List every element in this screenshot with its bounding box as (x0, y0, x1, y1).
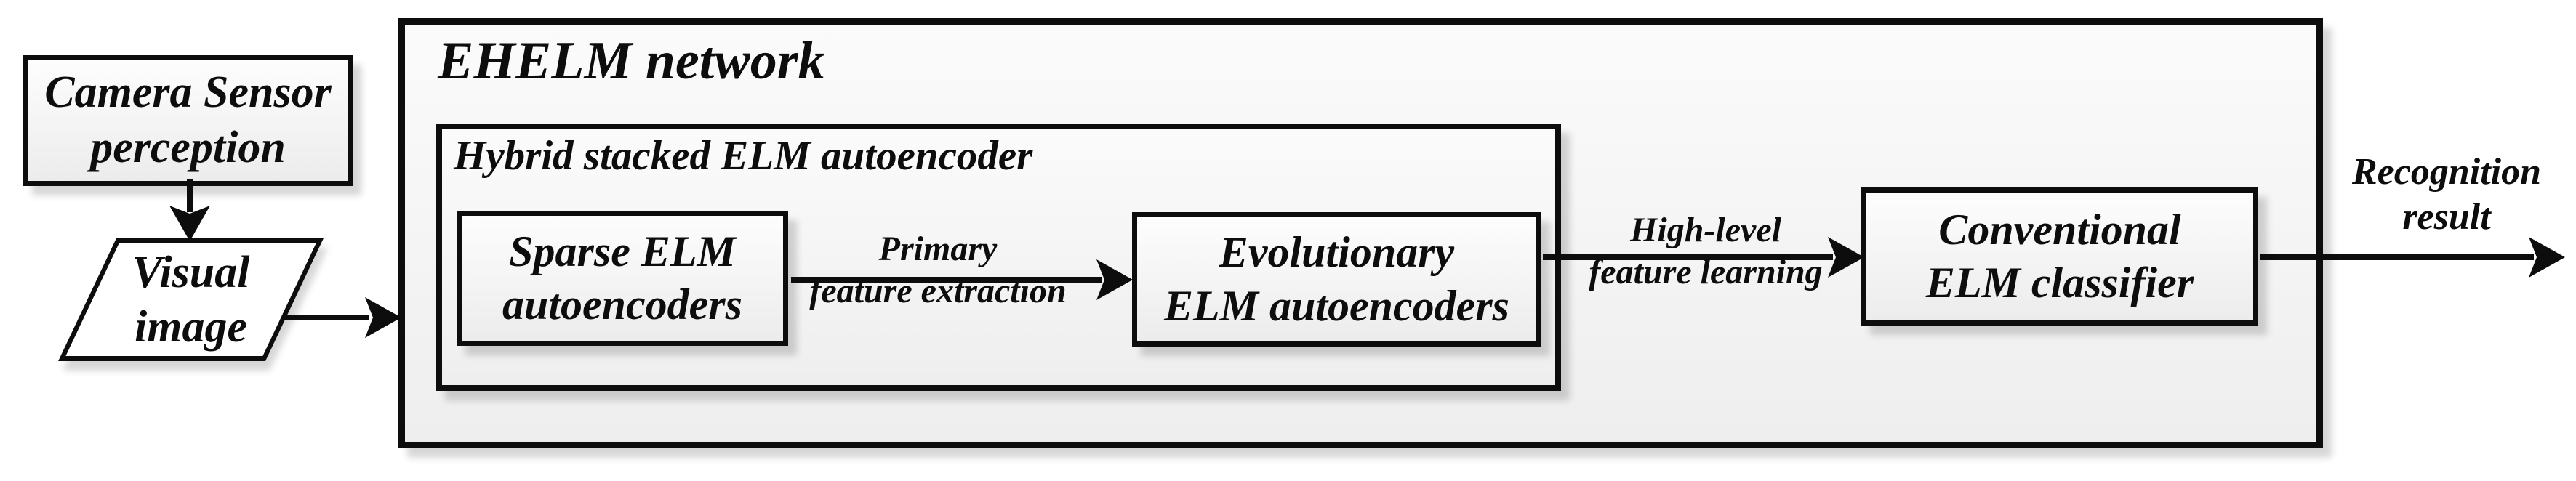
camera-sensor-box: Camera Sensor perception (23, 55, 353, 186)
visual-image-label: Visual image (92, 243, 289, 356)
recognition-result-label-line1: Recognition (2351, 151, 2542, 193)
primary-feature-extraction-label-line1: Primary (878, 230, 998, 268)
conventional-elm-label-line2: ELM classifier (1925, 259, 2194, 307)
evolutionary-elm-label: Evolutionary ELM autoencoders (1137, 217, 1536, 341)
conventional-elm-box: Conventional ELM classifier (1861, 187, 2258, 326)
primary-feature-extraction-label-line2: feature extraction (809, 271, 1067, 310)
ehelm-network-title: EHELM network (438, 31, 825, 91)
high-level-feature-learning-label-line2: feature learning (1589, 252, 1823, 291)
sparse-elm-label: Sparse ELM autoencoders (462, 216, 783, 341)
recognition-result-label: Recognition result (2352, 150, 2541, 240)
camera-sensor-label-line2: perception (90, 123, 286, 172)
conventional-elm-label-line1: Conventional (1938, 205, 2181, 254)
camera-sensor-label: Camera Sensor perception (28, 60, 348, 181)
conventional-elm-label: Conventional ELM classifier (1866, 193, 2253, 320)
primary-feature-extraction-label: Primary feature extraction (809, 228, 1066, 312)
high-level-feature-learning-label: High-level feature learning (1589, 209, 1822, 293)
visual-image-parallelogram: Visual image (58, 238, 324, 361)
evolutionary-elm-box: Evolutionary ELM autoencoders (1132, 212, 1541, 347)
high-level-feature-learning-label-line1: High-level (1630, 211, 1781, 249)
sparse-elm-label-line1: Sparse ELM (509, 227, 736, 275)
recognition-result-label-line2: result (2402, 196, 2491, 238)
visual-image-label-line1: Visual (132, 248, 250, 298)
sparse-elm-label-line2: autoencoders (502, 280, 742, 328)
camera-sensor-label-line1: Camera Sensor (44, 68, 332, 118)
camera-to-visual-arrow-icon (169, 179, 210, 241)
evolutionary-elm-label-line2: ELM autoencoders (1163, 281, 1510, 330)
visual-image-label-line2: image (135, 302, 247, 352)
visual-to-ehelm-arrow-icon (284, 297, 401, 338)
sparse-elm-box: Sparse ELM autoencoders (457, 211, 788, 346)
hybrid-autoencoder-title: Hybrid stacked ELM autoencoder (454, 133, 1033, 179)
evolutionary-elm-label-line1: Evolutionary (1219, 228, 1455, 277)
